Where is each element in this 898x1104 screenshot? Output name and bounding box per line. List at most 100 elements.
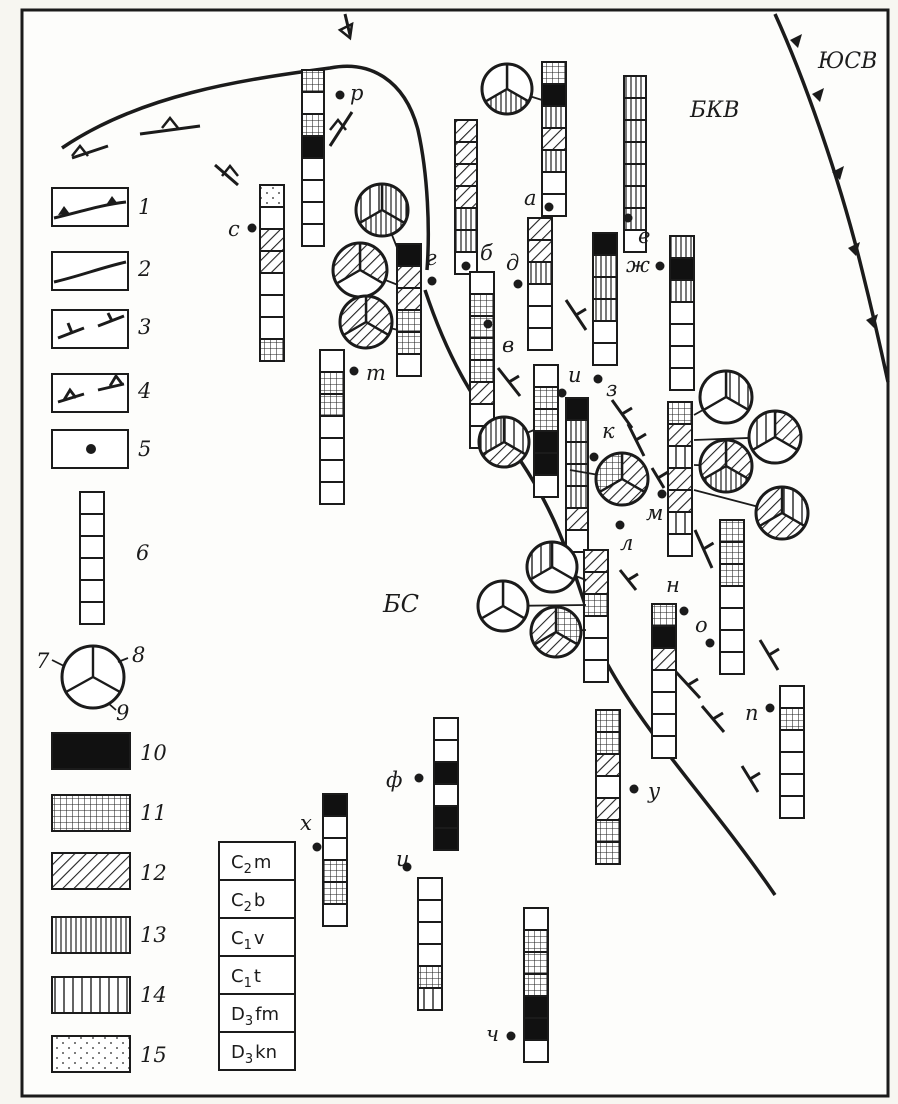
column-cell — [259, 294, 285, 318]
column-cell — [319, 481, 345, 505]
column-cell — [259, 272, 285, 296]
site-label-i: и — [568, 363, 582, 387]
column-cell — [319, 349, 345, 373]
site-label-ts: ц — [396, 847, 411, 871]
column-cell — [417, 965, 443, 989]
thrust-tooth — [337, 21, 354, 41]
strat-column — [651, 603, 677, 759]
column-cell — [259, 250, 285, 274]
column-cell — [583, 615, 609, 639]
strat-unit-main: C — [231, 928, 244, 949]
legend-column-cell — [79, 579, 105, 603]
column-cell — [533, 474, 559, 498]
column-cell — [301, 113, 325, 137]
legend-symbol-fault — [53, 260, 127, 284]
circle-outline — [480, 62, 534, 116]
column-cell — [527, 261, 553, 285]
circle-outline — [476, 579, 530, 633]
strat-unit-main: C — [231, 966, 244, 987]
strat-column — [417, 877, 443, 1011]
column-cell — [319, 371, 345, 395]
ratio-circle — [338, 294, 399, 350]
strat-column — [527, 217, 553, 351]
legend-swatch — [51, 916, 131, 954]
column-cell — [667, 533, 693, 557]
column-cell — [623, 229, 647, 253]
column-cell — [433, 717, 459, 741]
site-dot — [483, 319, 493, 329]
column-cell — [719, 541, 745, 565]
column-cell — [595, 775, 621, 799]
column-cell — [623, 75, 647, 99]
column-cell — [433, 827, 459, 851]
circle-outline — [354, 182, 410, 238]
thrust-tooth — [848, 242, 860, 256]
column-cell — [719, 585, 745, 609]
strat-unit-sub: 2 — [244, 862, 252, 877]
column-cell — [301, 223, 325, 247]
legend-column-cell — [79, 601, 105, 625]
column-cell — [322, 903, 348, 927]
column-cell — [527, 239, 553, 263]
column-cell — [469, 293, 495, 317]
column-cell — [319, 459, 345, 483]
strat-unit-cell — [218, 879, 296, 919]
site-label-t: т — [366, 361, 386, 385]
column-cell — [595, 753, 621, 777]
strat-column — [523, 907, 549, 1063]
column-cell — [565, 419, 589, 443]
legend-number-9: 9 — [116, 701, 129, 725]
fault-tick — [575, 307, 587, 317]
column-cell — [527, 305, 553, 329]
column-cell — [669, 279, 695, 303]
legend-leader — [107, 702, 117, 711]
site-label-n: н — [666, 573, 680, 597]
fault-tick — [768, 647, 780, 657]
site-dot — [623, 213, 633, 223]
ratio-circle — [477, 415, 535, 469]
site-dot — [615, 520, 625, 530]
column-cell — [433, 739, 459, 763]
ratio-circle — [693, 485, 810, 541]
strat-column — [667, 401, 693, 557]
fault-tick — [635, 432, 647, 442]
column-cell — [623, 185, 647, 209]
legend-number-4: 4 — [137, 379, 151, 403]
column-cell — [669, 323, 695, 347]
site-label-p: р — [350, 81, 363, 105]
column-cell — [417, 921, 443, 945]
column-cell — [583, 637, 609, 661]
column-cell — [523, 995, 549, 1019]
column-cell — [779, 707, 805, 731]
ratio-circle — [331, 241, 399, 299]
fault-segment — [343, 13, 352, 36]
column-cell — [396, 265, 422, 289]
strat-unit-main: D — [231, 1004, 245, 1025]
fault-line — [61, 64, 431, 271]
column-cell — [595, 841, 621, 865]
column-cell — [623, 163, 647, 187]
column-cell — [319, 437, 345, 461]
column-cell — [417, 899, 443, 923]
fault-tick — [657, 470, 669, 480]
circle-outline — [338, 294, 394, 350]
column-cell — [527, 283, 553, 307]
site-label-l: л — [620, 531, 633, 555]
strat-unit-sub: 1 — [244, 976, 252, 991]
strat-column — [396, 243, 422, 377]
thrust-tooth — [71, 143, 89, 157]
thrust-tooth — [221, 163, 239, 177]
column-cell — [322, 859, 348, 883]
legend-number-5: 5 — [138, 437, 151, 461]
column-cell — [541, 105, 567, 129]
site-dot — [247, 223, 257, 233]
column-cell — [259, 228, 285, 252]
legend-swatch — [51, 732, 131, 770]
strat-unit-cell — [218, 1031, 296, 1071]
column-cell — [565, 463, 589, 487]
site-dot — [427, 276, 437, 286]
column-cell — [301, 201, 325, 225]
column-cell — [454, 185, 478, 209]
site-label-f: ф — [386, 768, 402, 792]
legend-number-3: 3 — [138, 315, 151, 339]
